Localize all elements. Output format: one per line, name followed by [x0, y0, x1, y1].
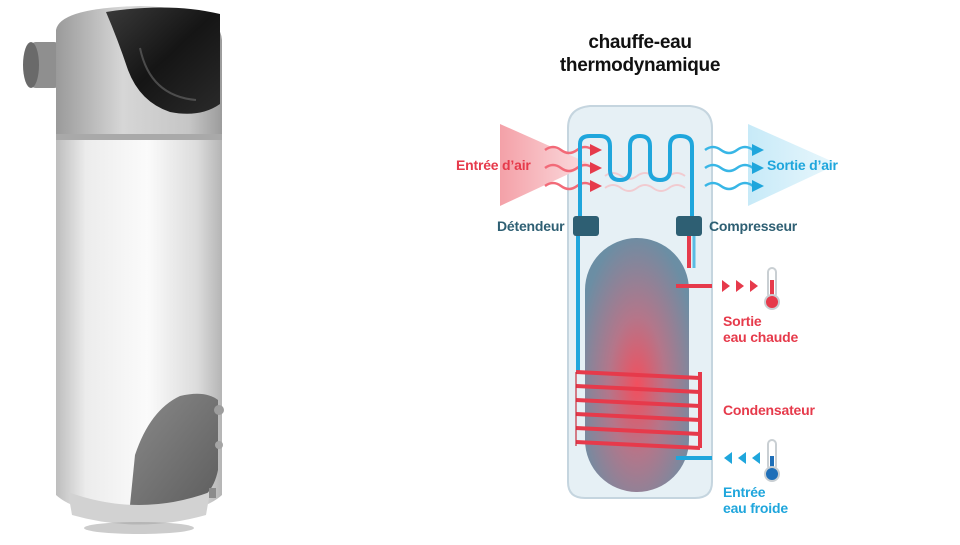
- hot-water-out-label-1: Sortie: [723, 313, 762, 329]
- evaporator-coil: [578, 133, 694, 222]
- condenser-label: Condensateur: [723, 402, 815, 418]
- compressor-label: Compresseur: [709, 218, 798, 234]
- cold-water-in-label-2: eau froide: [723, 500, 788, 516]
- heat-pump-water-heater-photo: [23, 6, 224, 534]
- diagram-title-line-2: thermodynamique: [559, 55, 721, 76]
- air-out-arrow-icon: [748, 124, 838, 206]
- hot-thermometer-icon: [764, 267, 780, 310]
- water-tank: [585, 238, 689, 492]
- diagram-title-line-1: chauffe-eau: [588, 32, 692, 53]
- air-out-label: Sortie d’air: [767, 157, 838, 173]
- hot-water-out-label-2: eau chaude: [723, 329, 799, 345]
- air-in-arrow-icon: [500, 124, 590, 206]
- air-in-label: Entrée d’air: [456, 157, 531, 173]
- condenser-coil: [575, 370, 702, 450]
- cold-water-in-label-1: Entrée: [723, 484, 766, 500]
- expansion-valve-label: Détendeur: [497, 218, 565, 234]
- compressor-block: [676, 216, 702, 236]
- expansion-valve-block: [573, 216, 599, 236]
- cold-thermometer-icon: [764, 439, 780, 482]
